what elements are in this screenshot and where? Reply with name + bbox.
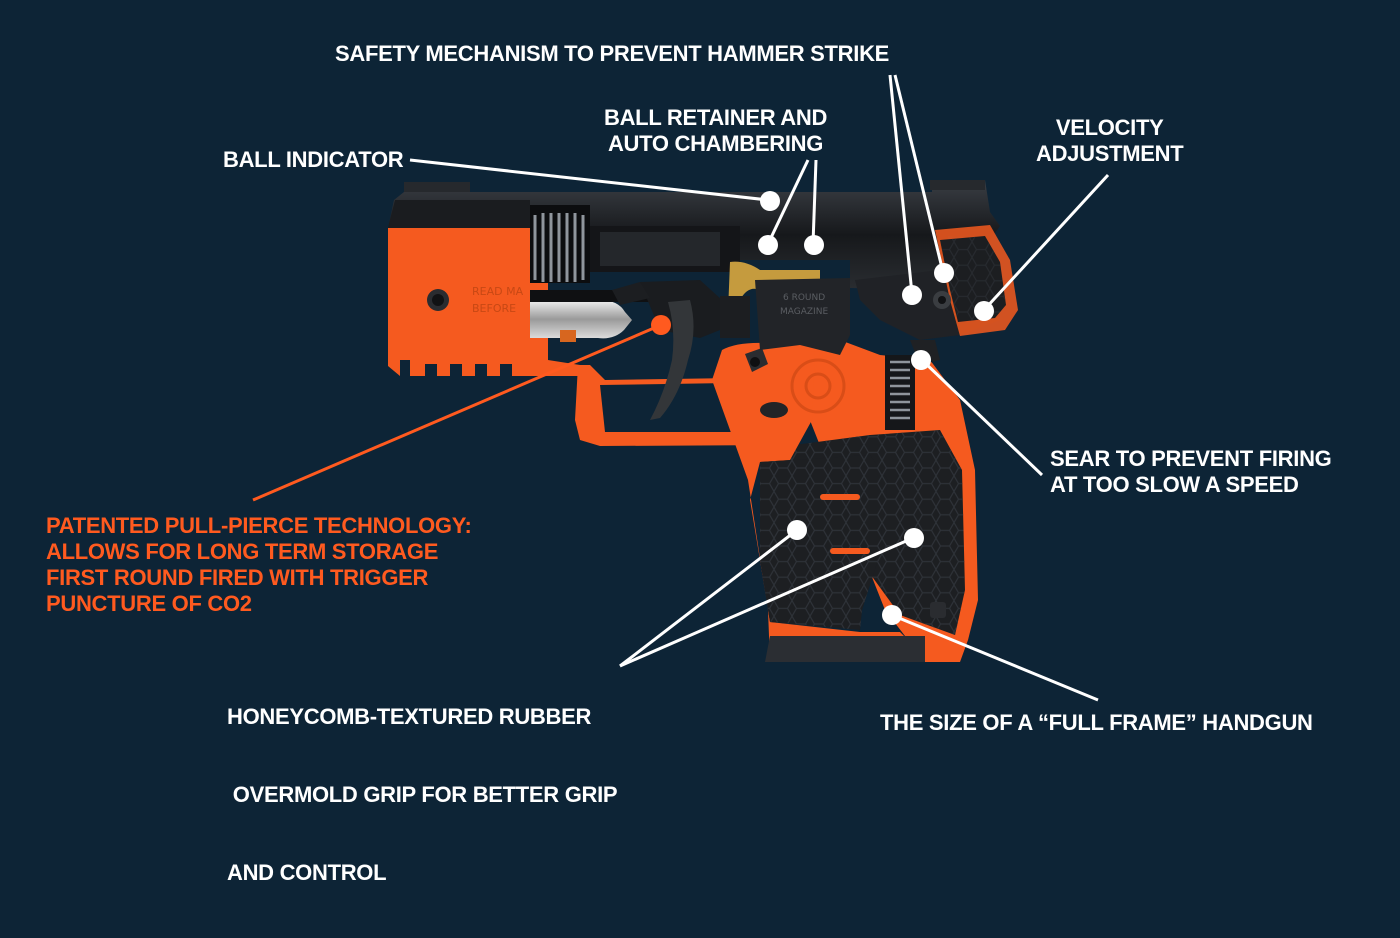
pistol-illustration: READ MA BEFORE [252,74,1110,702]
label-ball-indicator: BALL INDICATOR [223,147,404,172]
dot-ball-retainer-left [758,235,778,255]
dot-full-frame [882,605,902,625]
label-grip: HONEYCOMB-TEXTURED RUBBER OVERMOLD GRIP … [227,704,618,885]
leader-lines [409,74,1110,702]
pull-pierce-leader [252,323,662,502]
internal-mechanism: 6 ROUND MAGAZINE [612,225,1018,430]
dot-grip-right [904,528,924,548]
label-velocity-adjustment: VELOCITY ADJUSTMENT [1036,115,1184,166]
svg-text:BEFORE: BEFORE [472,302,516,315]
grip-front [712,342,925,662]
dot-velocity [974,301,994,321]
diagram-stage: READ MA BEFORE [46,41,1332,885]
label-pull-pierce: PATENTED PULL-PIERCE TECHNOLOGY: ALLOWS … [46,513,472,616]
label-ball-retainer: BALL RETAINER AND AUTO CHAMBERING [604,105,828,156]
magazine-base [765,602,946,662]
dot-ball-indicator [760,191,780,211]
svg-text:6 ROUND: 6 ROUND [783,293,825,303]
callout-dots [758,191,994,625]
dot-grip-left [787,520,807,540]
dot-pull-pierce [651,315,671,335]
dot-sear [911,350,931,370]
label-full-frame: THE SIZE OF A “FULL FRAME” HANDGUN [880,710,1313,735]
dot-ball-retainer-right [804,235,824,255]
label-sear: SEAR TO PREVENT FIRING AT TOO SLOW A SPE… [1050,446,1332,497]
svg-text:MAGAZINE: MAGAZINE [780,307,828,317]
dot-safety-right [934,263,954,283]
label-safety-mechanism: SAFETY MECHANISM TO PREVENT HAMMER STRIK… [335,41,890,66]
recoil-spring [530,205,740,283]
svg-text:READ MA: READ MA [472,285,524,298]
dot-safety-left [902,285,922,305]
